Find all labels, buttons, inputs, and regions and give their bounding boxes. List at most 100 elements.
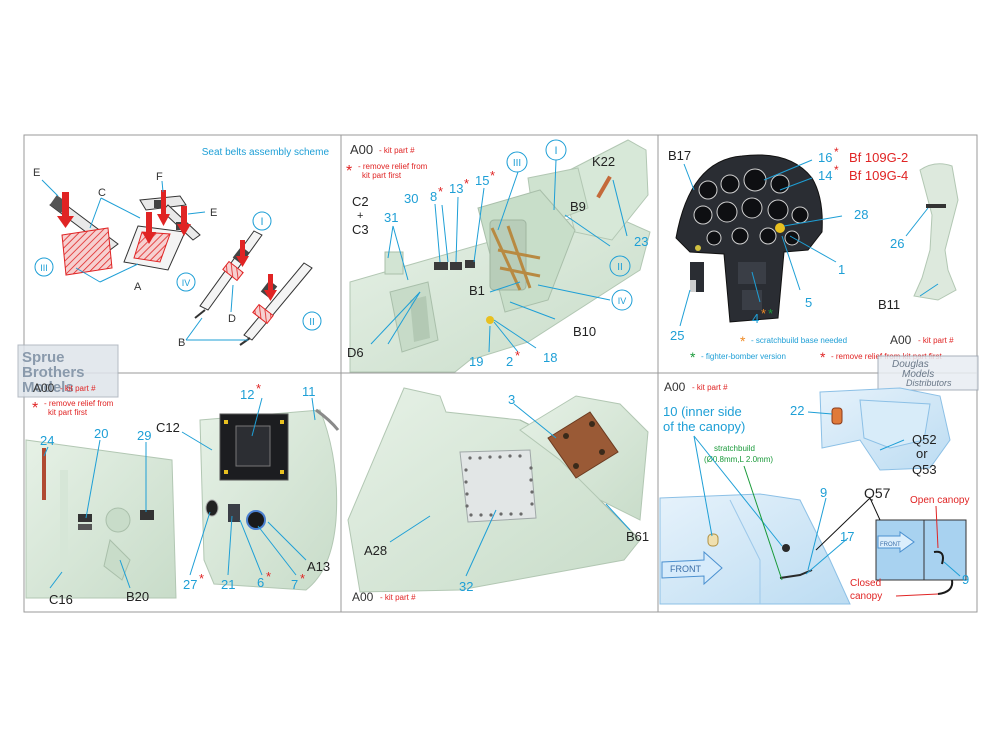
svg-text:FRONT: FRONT: [880, 542, 901, 548]
belt-assembly-center: [123, 190, 201, 271]
label-or: or: [916, 446, 928, 461]
label-12: 12: [240, 387, 254, 402]
roman-i: I: [260, 216, 263, 228]
label-6-star: *: [266, 569, 271, 584]
fighter-star: *: [690, 349, 696, 365]
label-a: A: [134, 281, 142, 293]
canopy-lower-model: [659, 493, 851, 605]
label-9-right: 9: [962, 572, 969, 587]
panel-callouts: [679, 159, 939, 327]
label-c2: C2: [352, 194, 369, 209]
panel-cockpit-tub: A00 - kit part # * - remove relief from …: [346, 139, 651, 373]
label-c16: C16: [49, 592, 73, 607]
label-13: 13: [449, 181, 463, 196]
label-2-star: *: [515, 348, 520, 363]
label-plus: +: [357, 210, 363, 222]
label-bf109g4: Bf 109G-4: [849, 168, 908, 183]
canopy-callouts: [693, 411, 961, 577]
label-31: 31: [384, 210, 398, 225]
remove-text-4b: kit part first: [48, 408, 88, 417]
armor-plate-model: [519, 395, 649, 521]
stretch-leader: [743, 465, 783, 581]
legend-text-4: - kit part #: [60, 384, 96, 393]
panel-instrument-panel: B17 16 * Bf 109G-2 14 * Bf 109G-4 28 1 4…: [668, 145, 979, 391]
legend-text-5: - kit part #: [380, 593, 416, 602]
label-q53: Q53: [912, 462, 937, 477]
label-30: 30: [404, 191, 418, 206]
label-7: 7: [291, 577, 298, 592]
label-b20: B20: [126, 589, 149, 604]
label-b17: B17: [668, 148, 691, 163]
label-a28: A28: [364, 543, 387, 558]
canopy-upper-model: [819, 387, 951, 471]
distributor-watermark: Douglas Models Distributors: [877, 355, 979, 391]
svg-text:Sprue: Sprue: [22, 349, 65, 366]
label-1: 1: [838, 262, 845, 277]
gauge-cluster: [693, 168, 809, 246]
control-column: [913, 163, 959, 301]
label-25: 25: [670, 328, 684, 343]
label-b61: B61: [626, 529, 649, 544]
fighter-note: - fighter-bomber version: [701, 352, 786, 361]
label-27: 27: [183, 577, 197, 592]
label-4-orange-star: *: [761, 306, 766, 321]
label-19: 19: [469, 354, 483, 369]
label-16: 16: [818, 150, 832, 165]
front-arrow: FRONT: [661, 550, 723, 586]
label-13-star: *: [464, 176, 469, 191]
label-5: 5: [805, 295, 812, 310]
label-b: B: [178, 337, 185, 349]
remove-star-4: *: [32, 400, 38, 417]
label-14-star: *: [834, 163, 839, 177]
label-d6: D6: [347, 345, 364, 360]
legend-code-5: A00: [352, 590, 374, 604]
open-canopy-label: Open canopy: [910, 495, 970, 506]
scratch-star: *: [740, 333, 746, 349]
label-28: 28: [854, 207, 868, 222]
label-6: 6: [257, 575, 264, 590]
legend-code-6: A00: [664, 380, 686, 394]
remove-text-1: - remove relief from: [358, 162, 428, 171]
stretch-note-1: stratchbuild: [714, 444, 755, 453]
tub-roman-ii: II: [617, 262, 623, 273]
seat-belts-callouts: [41, 179, 248, 341]
label-18: 18: [543, 350, 557, 365]
label-29: 29: [137, 428, 151, 443]
label-15: 15: [475, 173, 489, 188]
canopy-red-leaders: [895, 505, 939, 597]
label-2: 2: [506, 354, 513, 369]
inner-note-2: of the canopy): [663, 419, 745, 434]
label-b10: B10: [573, 324, 596, 339]
label-k22: K22: [592, 154, 615, 169]
label-17: 17: [840, 529, 854, 544]
label-7-star: *: [300, 571, 305, 586]
svg-text:Douglas: Douglas: [892, 359, 929, 370]
stretch-note-2: (Ø0.8mm,L 2.0mm): [704, 455, 773, 464]
label-e-left: E: [33, 167, 40, 179]
panel-canopy: A00 - kit part # 10 (inner side of the c…: [659, 380, 970, 605]
sprue-watermark: Sprue Brothers Models: [17, 344, 119, 398]
label-b11: B11: [878, 297, 900, 312]
label-4-green-star: *: [768, 306, 773, 321]
cockpit-model: [349, 139, 651, 373]
label-d: D: [228, 313, 236, 325]
svg-text:Models: Models: [902, 369, 934, 380]
roman-iv: IV: [182, 278, 191, 288]
remove-text-2: kit part first: [362, 171, 402, 180]
label-22: 22: [790, 403, 804, 418]
seat-belt-straps: [490, 225, 541, 291]
instrument-panel-model: [675, 154, 823, 323]
side-wall-left-model: [25, 439, 177, 599]
belt-pad-hatched: [61, 227, 113, 276]
legend-code-3: A00: [890, 333, 912, 347]
label-9-top: 9: [820, 485, 827, 500]
label-11: 11: [302, 384, 316, 399]
closed-canopy-label-1: Closed: [850, 578, 881, 589]
panel-side-walls: Sprue Brothers Models A00 - kit part # *…: [17, 344, 340, 607]
side-wall-right-model: [199, 408, 340, 591]
label-4: 4: [752, 311, 759, 326]
inner-note-1: 10 (inner side: [663, 404, 742, 419]
label-3: 3: [508, 392, 515, 407]
label-16-star: *: [834, 145, 839, 159]
label-f: F: [156, 171, 163, 183]
